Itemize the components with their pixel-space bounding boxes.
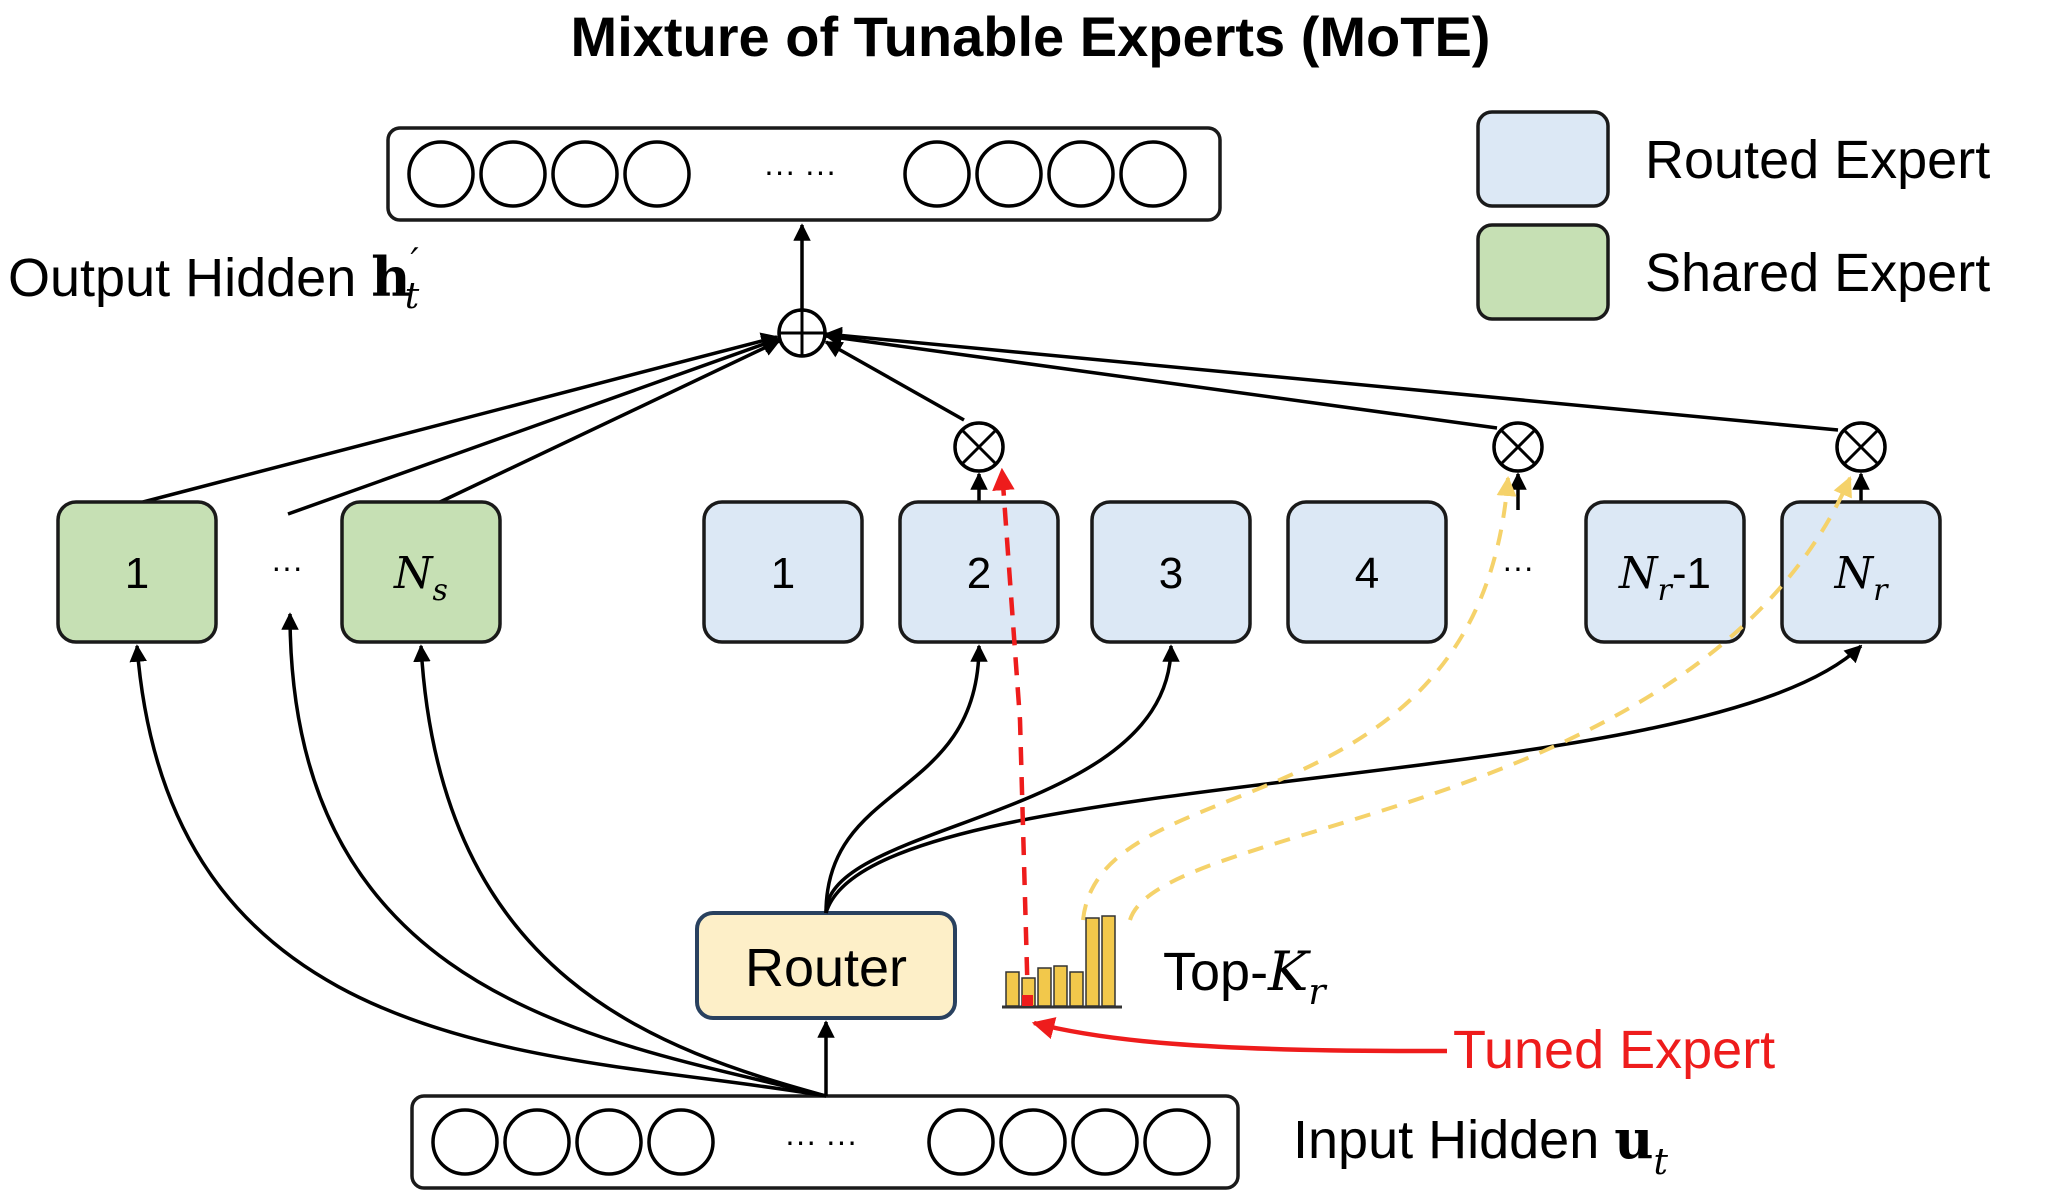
topk-bar-1 [1005, 971, 1020, 1007]
routed-gap-ellipsis: ··· [1502, 549, 1534, 585]
mult-2-to-sum [824, 340, 965, 422]
topk-to-mult-gap-path [1081, 476, 1517, 921]
tuned-expert-arrow [1031, 1017, 1448, 1054]
topk-bar-5 [1069, 971, 1084, 1007]
router-to-expert-nr [824, 644, 1863, 914]
output-node-5 [903, 140, 971, 208]
output-node-7 [1047, 140, 1115, 208]
routed-expert-nr-label: Nr [1834, 548, 1890, 608]
sum-node [777, 308, 827, 358]
input-node-6 [999, 1108, 1067, 1176]
routed-expert-4-label: 4 [1355, 549, 1379, 598]
router: Router [695, 911, 957, 1020]
shared-gap-to-sum [287, 336, 780, 516]
input-vector-ellipsis: ··· ··· [785, 1123, 858, 1159]
output-vector-ellipsis: ··· ··· [764, 153, 837, 189]
shared-expert-1: 1 [56, 500, 218, 644]
topk-bar-7 [1101, 915, 1116, 1007]
input-node-2 [503, 1108, 571, 1176]
output-node-3 [551, 140, 619, 208]
input-node-4 [647, 1108, 715, 1176]
routed-expert-3-label: 3 [1159, 549, 1183, 598]
diagram-title: Mixture of Tunable Experts (MoTE) [570, 5, 1491, 68]
tuned-expert-label: Tuned Expert [1453, 1020, 1775, 1080]
topk-bar-3 [1037, 967, 1052, 1007]
legend-routed-label: Routed Expert [1645, 130, 1990, 190]
legend: Routed Expert Shared Expert [1476, 110, 1990, 321]
input-node-3 [575, 1108, 643, 1176]
input-node-8 [1143, 1108, 1211, 1176]
topk-to-mult-nr-path [1128, 476, 1852, 921]
input-node-1 [431, 1108, 499, 1176]
output-hidden-vector: ··· ··· [386, 126, 1222, 222]
multiply-node-gap [1492, 421, 1544, 473]
input-node-5 [927, 1108, 995, 1176]
router-to-expert-3 [824, 644, 1180, 914]
routed-expert-2-label: 2 [967, 549, 991, 598]
routed-expert-1-label: 1 [771, 549, 795, 598]
legend-routed-swatch [1476, 110, 1610, 208]
tuned-expert-path [992, 467, 1031, 1006]
output-node-8 [1119, 140, 1187, 208]
legend-shared-swatch [1476, 223, 1610, 321]
shared-expert-ns-label: Ns [393, 548, 448, 608]
multiply-node-expert-2 [953, 421, 1005, 473]
routed-expert-nr: Nr [1780, 500, 1942, 644]
shared-expert-ns: Ns [340, 500, 502, 644]
router-to-expert-2 [824, 644, 988, 914]
routed-expert-2: 2 [898, 500, 1060, 644]
output-hidden-label: Output Hidden h′t [8, 242, 420, 317]
output-node-4 [623, 140, 691, 208]
topk-bar-4 [1053, 965, 1068, 1007]
output-node-2 [479, 140, 547, 208]
routed-expert-1: 1 [702, 500, 864, 644]
shared-n-to-sum [439, 339, 781, 504]
shared-gap-ellipsis: ··· [271, 549, 303, 585]
mult-b-to-sum [824, 326, 1839, 432]
input-to-shared-1 [129, 644, 827, 1098]
input-node-7 [1071, 1108, 1139, 1176]
topk-label: Top-Kr [1163, 940, 1327, 1013]
router-label: Router [745, 938, 907, 998]
topk-bar-chart [1002, 915, 1122, 1009]
legend-shared-label: Shared Expert [1645, 243, 1990, 303]
routed-expert-nr-minus-1-label: Nr-1 [1618, 548, 1711, 608]
input-to-shared-ns [413, 644, 827, 1098]
multiply-node-expert-nr [1835, 421, 1887, 473]
routed-expert-nr-minus-1: Nr-1 [1584, 500, 1746, 644]
routed-expert-3: 3 [1090, 500, 1252, 644]
input-hidden-vector: ··· ··· [410, 1094, 1240, 1190]
tuned-expert-marker [1022, 995, 1033, 1006]
shared-1-to-sum [142, 332, 779, 504]
input-hidden-label: Input Hidden ut [1293, 1107, 1669, 1183]
shared-expert-1-label: 1 [125, 549, 149, 598]
mult-a-to-sum [824, 329, 1498, 430]
output-node-6 [975, 140, 1043, 208]
topk-bar-6 [1085, 917, 1100, 1007]
routed-expert-4: 4 [1286, 500, 1448, 644]
output-node-1 [407, 140, 475, 208]
input-to-shared-gap [281, 612, 827, 1098]
